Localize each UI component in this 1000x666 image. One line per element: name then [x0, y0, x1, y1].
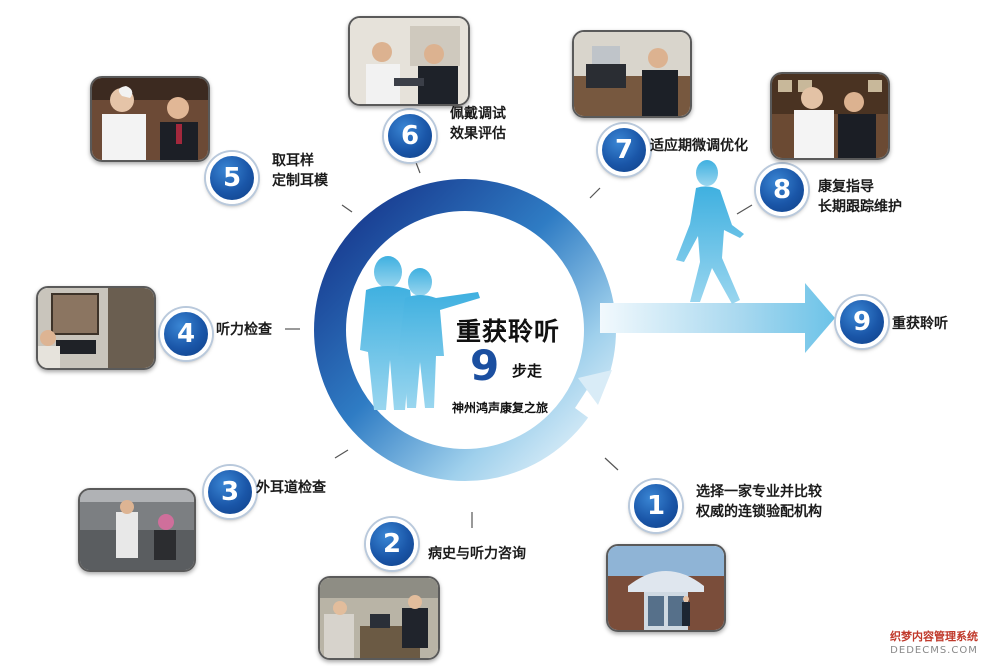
walking-silhouette [676, 160, 744, 304]
exit-arrow [600, 283, 835, 353]
step-8-label: 康复指导 长期跟踪维护 [818, 179, 902, 215]
follow-up-image [772, 74, 888, 158]
step-2-label: 病史与听力咨询 [428, 546, 526, 562]
fine-tuning-image [574, 32, 690, 116]
step-2-badge: 2 [366, 518, 418, 570]
step-8-badge: 8 [756, 164, 808, 216]
ear-exam-image [80, 490, 194, 570]
step-6-badge: 6 [384, 110, 436, 162]
center-journey-name: 神州鸿声康复之旅 [452, 401, 549, 415]
photo-step-7-fine-tuning [572, 30, 692, 118]
step-1-badge: 1 [630, 480, 682, 532]
photo-step-3-ear-exam [78, 488, 196, 572]
connector-lines [285, 159, 848, 528]
step-3-label: 外耳道检查 [256, 480, 326, 496]
step-6-label: 佩戴调试 效果评估 [450, 106, 506, 142]
photo-step-1-clinic [606, 544, 726, 632]
step-7-label: 适应期微调优化 [650, 138, 748, 154]
step-5-label: 取耳样 定制耳模 [272, 153, 328, 189]
center-title: 重获聆听 [456, 317, 561, 346]
watermark: 织梦内容管理系统 DEDECMS.COM [872, 630, 996, 658]
step-9-label: 重获聆听 [892, 316, 948, 332]
consultation-image [320, 578, 438, 658]
step-4-badge: 4 [160, 308, 212, 360]
step-9-badge: 9 [836, 296, 888, 348]
photo-step-5-ear-impression [90, 76, 210, 162]
watermark-en: DEDECMS.COM [890, 645, 978, 656]
step-4-label: 听力检查 [216, 322, 272, 338]
step-7-badge: 7 [598, 124, 650, 176]
ring-gap [575, 385, 620, 430]
photo-step-6-fitting [348, 16, 470, 106]
watermark-cn: 织梦内容管理系统 [890, 630, 978, 643]
hearing-test-image [38, 288, 154, 368]
fitting-session-image [350, 18, 468, 104]
center-step-count: 9 [470, 341, 500, 390]
clinic-building-image [608, 546, 724, 630]
step-1-label: 选择一家专业并比较 权威的连锁验配机构 [696, 484, 822, 520]
photo-step-2-consultation [318, 576, 440, 660]
ear-impression-image [92, 78, 208, 160]
step-3-badge: 3 [204, 466, 256, 518]
center-step-suffix: 步走 [512, 362, 543, 380]
photo-step-4-hearing-test [36, 286, 156, 370]
couple-silhouette [360, 256, 480, 410]
photo-step-8-follow-up [770, 72, 890, 160]
ring-arrowhead [578, 370, 612, 405]
step-5-badge: 5 [206, 152, 258, 204]
